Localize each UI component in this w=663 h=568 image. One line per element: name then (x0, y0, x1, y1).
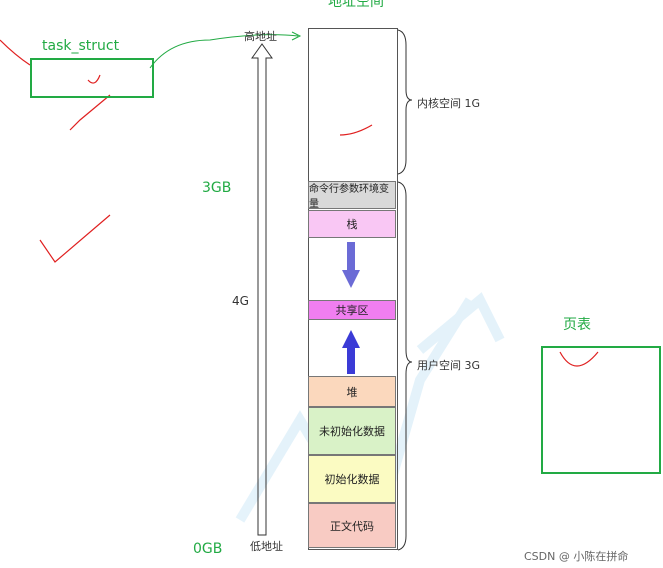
label-0gb: 0GB (193, 541, 223, 557)
address-axis-arrow (251, 43, 273, 536)
segment-bss: 未初始化数据 (308, 407, 396, 455)
segment-cmd-env: 命令行参数环境变量 (308, 181, 396, 210)
label-4g: 4G (232, 294, 249, 308)
address-space-title: 地址空间 (328, 0, 384, 10)
page-table-box (541, 346, 661, 474)
user-brace (397, 181, 413, 551)
memory-column (308, 28, 398, 550)
task-struct-box (30, 58, 154, 98)
stack-grow-arrow (342, 242, 360, 288)
segment-text: 正文代码 (308, 503, 396, 548)
segment-shared: 共享区 (308, 300, 396, 320)
segment-heap: 堆 (308, 376, 396, 407)
csdn-watermark: CSDN @ 小陈在拼命 (524, 550, 629, 563)
low-address-label: 低地址 (250, 540, 283, 553)
label-3gb: 3GB (202, 180, 232, 196)
red-check-marks (0, 39, 599, 367)
heap-grow-arrow (342, 330, 360, 374)
user-space-label: 用户空间 3G (417, 359, 481, 372)
kernel-space-label: 内核空间 1G (417, 97, 481, 110)
kernel-brace (397, 29, 413, 175)
task-struct-label: task_struct (42, 38, 120, 54)
task-struct-link-arrow (149, 31, 302, 69)
page-table-label: 页表 (563, 317, 591, 333)
high-address-label: 高地址 (244, 30, 277, 43)
segment-stack: 栈 (308, 210, 396, 238)
segment-data: 初始化数据 (308, 455, 396, 503)
